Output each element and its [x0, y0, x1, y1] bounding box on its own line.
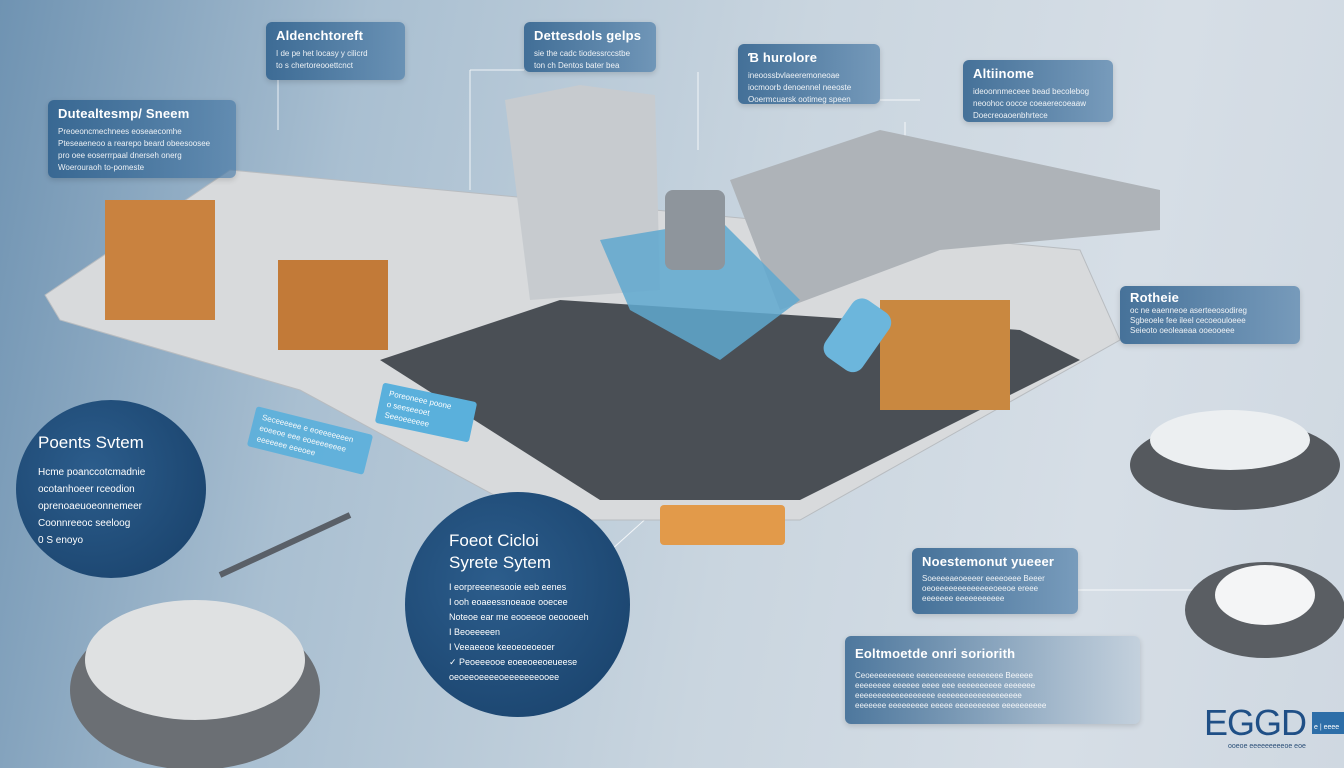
blue-funnel — [600, 220, 800, 360]
label-text: Preoeoncmechnees eoseaecomhe — [58, 127, 182, 136]
label-text: eeeeeeee eeeeee eeee eee eeeeeeeeee eeee… — [855, 681, 1036, 690]
logo-badge: e | eeee — [1312, 712, 1344, 734]
label-text: oeoeeeeeeeeeeeeeoeeoe ereee — [922, 584, 1039, 593]
left-dish-plate — [85, 600, 305, 720]
label-box-3: Ɓ hurolore ineoossbvlaeeremoneoae iocmoor… — [738, 44, 880, 104]
bread-block-3 — [880, 300, 1010, 410]
circle-text: ✓ Peoeeeooe eoeeoeeoeueese — [449, 657, 578, 667]
blue-scraper — [823, 298, 892, 373]
brand-logo: EGGD — [1204, 702, 1307, 743]
label-text: iocmoorb denoennel neeoste — [748, 83, 852, 92]
circle-text: 0 S enoyo — [38, 535, 84, 546]
bread-block-2 — [278, 260, 388, 350]
circle-text: I eorpreeenesooie eeb eenes — [449, 582, 567, 592]
label-title: Noestemonut yueeer — [922, 554, 1055, 569]
right-dish-2-cup — [1215, 565, 1315, 625]
label-title: Altiinome — [973, 66, 1035, 81]
label-title: Aldenchtoreft — [276, 28, 364, 43]
extruder-arm — [730, 130, 1160, 310]
circle-left-panel: Poents Svtem Hcme poanccotcmadnie ocotan… — [16, 400, 206, 578]
label-text: ideoonnmeceee bead becolebog — [973, 87, 1090, 96]
label-box-1: Aldenchtoreft I de pe het locasy y cilic… — [266, 22, 405, 80]
label-text: pro oee eoserrrpaal dnerseh onerg — [58, 151, 182, 160]
bread-slice — [660, 505, 785, 545]
label-text: Pteseaeneoo a rearepo beard obeesoosee — [58, 139, 211, 148]
circle-text: I Beoeeeeen — [449, 627, 501, 637]
label-text: eeeeeee eeeeeeeeeee — [922, 594, 1005, 603]
label-title: Rotheie — [1130, 290, 1180, 305]
bread-block-1 — [105, 200, 215, 320]
logo-subtitle: ooeoe eeeeeeeeeoe eoe — [1228, 743, 1306, 750]
label-text: ineoossbvlaeeremoneoae — [748, 71, 840, 80]
label-text: eeeeeeeeeeeeeeeeee eeeeeeeeeeeeeeeeeee — [855, 691, 1022, 700]
circle-text: Noteoe ear me eooeeoe oeoooeeh — [449, 612, 589, 622]
note-box: Noestemonut yueeer Soeeeeaeoeeeer eeeeoe… — [912, 548, 1078, 614]
label-title: Dutealtesmp/ Sneem — [58, 106, 190, 121]
label-text: to s chertoreooettcnct — [276, 61, 353, 70]
circle-text: Hcme poanccotcmadnie — [38, 467, 146, 478]
label-text: oc ne eaenneoe aserteeosodireg — [1130, 306, 1247, 315]
pen-tool — [218, 512, 352, 578]
circle-center-panel: Foeot Cicloi Syrete Sytem I eorpreeeneso… — [405, 492, 630, 717]
label-text: neoohoc oocce coeaerecoeaaw — [973, 99, 1086, 108]
motor-unit — [665, 190, 725, 270]
label-text: sie the cadc tiodessrccstbe — [534, 49, 631, 58]
label-text: Woerouraoh to-pomeste — [58, 163, 145, 172]
label-text: Ceoeeeeeeeeee eeeeeeeeeee eeeeeeee Beeee… — [855, 671, 1033, 680]
circle-title: Syrete Sytem — [449, 553, 552, 572]
label-text: Sgbeoele fee ileel cecoeouloeee — [1130, 316, 1246, 325]
label-title: Dettesdols gelps — [534, 28, 642, 43]
label-box-5: Dutealtesmp/ Sneem Preoeoncmechnees eose… — [48, 100, 236, 178]
circle-title: Poents Svtem — [38, 433, 144, 452]
circle-text: Coonnreeoc seeloog — [38, 518, 131, 529]
label-box-4: Altiinome ideoonnmeceee bead becolebog ne… — [963, 60, 1113, 122]
label-text: Ooermcuarsk ootimeg speen — [748, 95, 851, 104]
circle-text: oprenoaeuoeonnemeer — [38, 501, 142, 512]
label-title: Ɓ hurolore — [748, 50, 818, 65]
circle-text: ocotanhoeer rceodion — [38, 484, 135, 495]
label-box-2: Dettesdols gelps sie the cadc tiodessrcc… — [524, 22, 656, 72]
circle-text: I Veeaeeoe keeoeoeoeoer — [449, 642, 555, 652]
label-text: Seieoto oeoleaeaa ooeooeee — [1130, 326, 1235, 335]
label-text: eeeeeee eeeeeeeee eeeee eeeeeeeeee eeeee… — [855, 701, 1047, 710]
circle-title: Foeot Cicloi — [449, 531, 539, 550]
label-text: I de pe het locasy y cilicrd — [276, 49, 368, 58]
bottom-info-box: Eoltmoetde onri soriorith Ceoeeeeeeeeee … — [845, 636, 1140, 724]
label-text: ton ch Dentos bater bea — [534, 61, 620, 70]
label-text: Soeeeeaeoeeeer eeeeoeee Beeer — [922, 574, 1045, 583]
circle-text: oeoeeoeeeeoeeeeeeeooee — [449, 672, 560, 682]
label-title: Eoltmoetde onri soriorith — [855, 646, 1016, 661]
right-dish-1-bowl — [1150, 410, 1310, 470]
circle-text: I ooh eoaeessnoeaoe ooecee — [449, 597, 568, 607]
label-text: Doecreoaoenbhrtece — [973, 111, 1048, 120]
